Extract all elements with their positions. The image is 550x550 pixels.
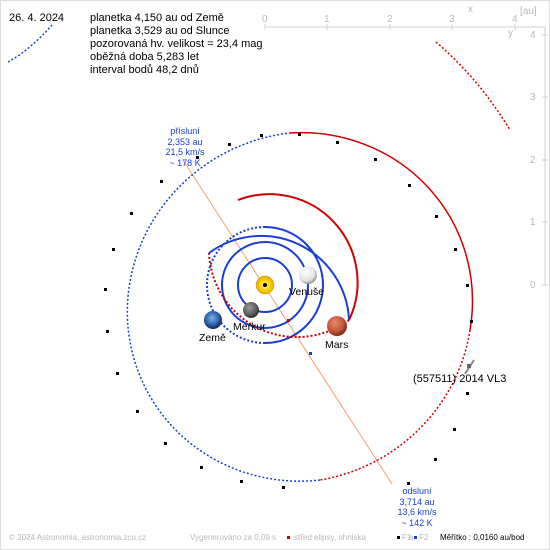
- corner-orbit-arc: [7, 24, 53, 63]
- venus-disc: [299, 266, 317, 284]
- venus-orbit: [221, 241, 309, 329]
- asteroid-orbit-above-dotted: [319, 329, 471, 481]
- mercury-orbit: [237, 257, 293, 313]
- earth-disc: [204, 311, 222, 329]
- legend-f1-marker: [397, 536, 400, 539]
- perihelion-annotation: přísluní 2,353 au 21,5 km/s ~ 178 K: [150, 126, 220, 168]
- legend-f2-marker: [414, 536, 417, 539]
- perihelion-speed: 21,5 km/s: [165, 147, 205, 157]
- mars-label: Mars: [325, 339, 349, 351]
- sun: [255, 275, 275, 295]
- planet-orbits: [206, 193, 359, 344]
- info-line-period: oběžná doba 5,283 let: [90, 51, 199, 63]
- x-tick-label: 1: [324, 14, 330, 25]
- aphelion-title: odsluní: [402, 486, 432, 496]
- y-tick-label: 1: [530, 217, 536, 228]
- perihelion-title: přísluní: [170, 126, 200, 136]
- y-tick-label: 2: [530, 155, 536, 166]
- mars-orbit-blue: [208, 234, 350, 321]
- y-tick-label: 3: [530, 92, 536, 103]
- x-tick-label: 2: [387, 14, 393, 25]
- earth-label: Země: [199, 332, 226, 344]
- aphelion-distance: 3,714 au: [399, 496, 435, 507]
- asteroid-orbit: [126, 131, 474, 482]
- unit-label: [au]: [520, 6, 537, 17]
- info-line-distance-sun: planetka 3,529 au od Slunce: [90, 25, 230, 37]
- perihelion-temperature: ~ 178 K: [169, 157, 201, 168]
- asteroid-label: (557511) 2014 VL3: [413, 373, 507, 385]
- venus-label: Venuše: [289, 286, 325, 298]
- y-tick-marks: [542, 34, 548, 286]
- x-axis-label: x: [468, 4, 473, 15]
- aphelion-speed: 13,6 km/s: [397, 507, 437, 517]
- copyright-link[interactable]: © 2024 Astronomia, astronomia.zcu.cz: [9, 533, 147, 542]
- sun-focus-dot: [263, 283, 267, 287]
- legend-center-text: střed elipsy, ohniska: [294, 533, 366, 542]
- x-tick-label: 4: [512, 14, 518, 25]
- asteroid-orbit-above: [289, 131, 474, 331]
- generated-time: Vygenerováno za 0,09 s: [190, 533, 276, 542]
- x-tick-label: 3: [449, 14, 455, 25]
- aphelion-annotation: odsluní 3,714 au 13,6 km/s ~ 142 K: [382, 486, 452, 528]
- focus-f2-marker: [309, 352, 312, 355]
- y-tick-label: 4: [530, 30, 536, 41]
- aphelion-temperature: ~ 142 K: [401, 517, 433, 528]
- legend-center-marker: [287, 536, 290, 539]
- legend-f2-text: F2: [419, 533, 429, 542]
- info-line-distance-earth: planetka 4,150 au od Země: [90, 12, 224, 24]
- x-tick-marks: [264, 24, 516, 30]
- axes: 0 1 2 3 4 x [au] 4 3 2 1 0 y: [262, 4, 548, 291]
- earth-orbit-right: [264, 226, 324, 344]
- scale-label: Měřítko : 0,0160 au/bod: [440, 533, 525, 542]
- asteroid-marker: [464, 359, 475, 375]
- orbit-point-markers: [104, 133, 473, 489]
- mercury-disc: [243, 302, 259, 318]
- x-tick-label: 0: [262, 14, 268, 25]
- asteroid-orbit-below: [126, 132, 321, 482]
- legend-f1-text: F1: [402, 533, 412, 542]
- mercury-label: Merkur: [233, 321, 266, 333]
- legend-and-text: a: [409, 533, 414, 542]
- y-axis-label: y: [508, 28, 513, 39]
- observation-date: 26. 4. 2024: [9, 12, 65, 24]
- mars-orbit-red: [237, 193, 359, 321]
- mars-disc: [327, 316, 347, 336]
- info-line-interval: interval bodů 48,2 dnů: [90, 64, 199, 76]
- perihelion-distance: 2,353 au: [167, 136, 203, 147]
- corner-red-arc: [435, 41, 511, 131]
- y-tick-label: 0: [530, 280, 536, 291]
- info-line-magnitude: pozorovaná hv. velikost = 23,4 mag: [90, 38, 263, 50]
- ellipse-center-marker: [287, 319, 290, 322]
